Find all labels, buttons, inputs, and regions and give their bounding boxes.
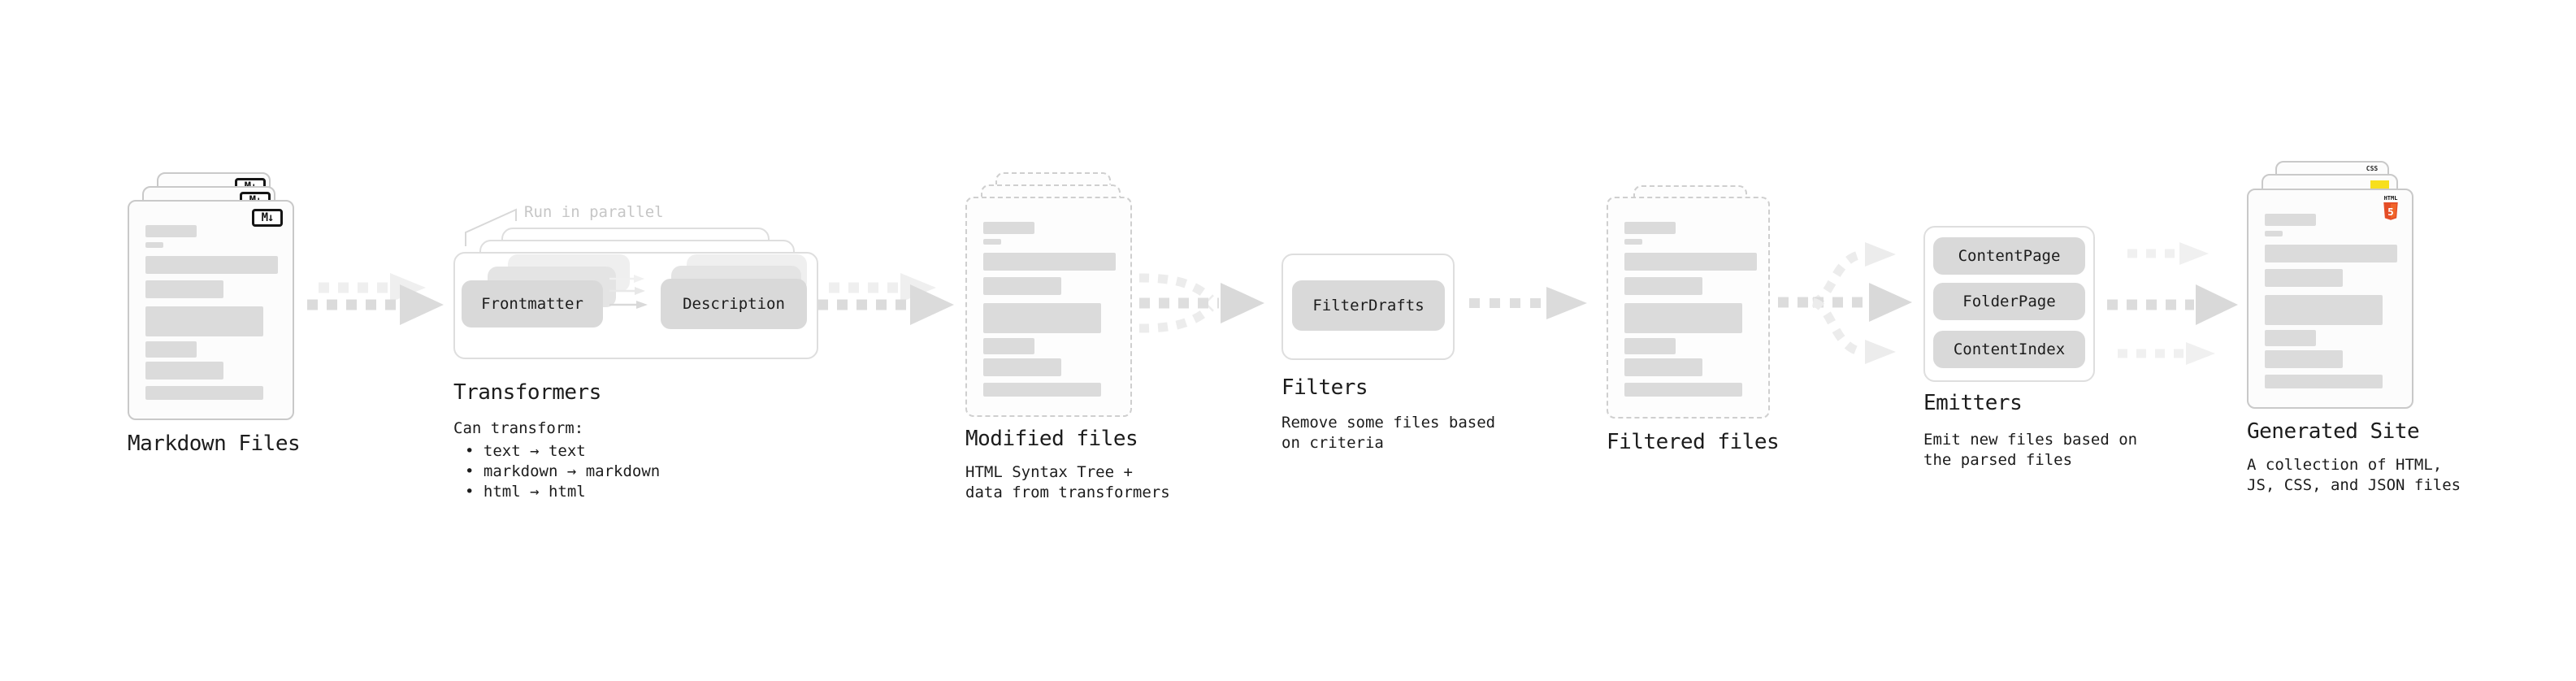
arrow-emitters-to-generated-icon — [2107, 242, 2238, 365]
markdown-file-card-front: M↓ — [128, 200, 294, 420]
doc-line-placeholder — [2265, 231, 2283, 236]
doc-line-placeholder — [145, 362, 223, 380]
run-in-parallel-annotation: Run in parallel — [524, 203, 664, 221]
doc-line-placeholder — [2265, 214, 2316, 226]
doc-line-placeholder — [1624, 253, 1757, 271]
doc-line-placeholder — [983, 239, 1001, 245]
markdown-files-label: Markdown Files — [128, 432, 301, 456]
doc-line-placeholder — [983, 222, 1034, 234]
transformers-label: Transformers — [453, 380, 601, 405]
generated-file-card-front: HTML 5 — [2247, 189, 2413, 409]
generated-site-sublabel: A collection of HTML, JS, CSS, and JSON … — [2247, 455, 2461, 496]
bullet-item: • text → text — [465, 442, 586, 460]
doc-line-placeholder — [2265, 350, 2343, 368]
sublabel-line: data from transformers — [965, 484, 1170, 501]
doc-line-placeholder — [1624, 383, 1742, 397]
doc-line-placeholder — [145, 256, 278, 274]
markdown-icon: M↓ — [252, 209, 283, 227]
doc-line-placeholder — [1624, 239, 1642, 245]
doc-line-placeholder — [145, 306, 263, 336]
bullet-item: • html → html — [465, 483, 586, 501]
sublabel-line: on criteria — [1281, 434, 1384, 452]
doc-line-placeholder — [145, 386, 263, 400]
sublabel-line: Emit new files based on — [1923, 431, 2138, 449]
html5-icon: HTML 5 — [2382, 195, 2400, 221]
doc-line-placeholder — [2265, 269, 2343, 287]
doc-line-placeholder — [145, 242, 163, 248]
bullet-item: • markdown → markdown — [465, 462, 661, 480]
arrow-frontmatter-to-description-icon — [609, 275, 648, 309]
filtered-files-label: Filtered files — [1607, 430, 1780, 454]
doc-line-placeholder — [983, 303, 1101, 333]
emitter-pill-contentindex: ContentIndex — [1933, 331, 2085, 368]
sublabel-line: Remove some files based — [1281, 414, 1496, 432]
emitter-pill-contentpage: ContentPage — [1933, 237, 2085, 275]
sublabel-line: A collection of HTML, — [2247, 456, 2443, 474]
doc-line-placeholder — [2265, 330, 2316, 346]
doc-line-placeholder — [1624, 277, 1702, 295]
doc-line-placeholder — [145, 341, 197, 358]
sublabel-line: JS, CSS, and JSON files — [2247, 476, 2461, 494]
transformers-desc-title: Can transform: — [453, 419, 584, 437]
doc-line-placeholder — [1624, 338, 1676, 354]
js-badge-icon — [2370, 180, 2389, 189]
doc-line-placeholder — [145, 225, 197, 237]
emitters-label: Emitters — [1923, 391, 2023, 415]
doc-line-placeholder — [145, 280, 223, 298]
doc-line-placeholder — [1624, 222, 1676, 234]
modified-files-label: Modified files — [965, 427, 1138, 451]
arrow-markdown-to-transformers-icon — [307, 273, 444, 325]
doc-line-placeholder — [983, 358, 1061, 376]
arrow-transformers-to-modified-icon — [817, 273, 954, 325]
emitter-pill-folderpage: FolderPage — [1933, 283, 2085, 320]
arrow-modified-to-filters-icon — [1138, 273, 1264, 333]
doc-line-placeholder — [1624, 358, 1702, 376]
filters-sublabel: Remove some files based on criteria — [1281, 413, 1495, 453]
arrow-filters-to-filtered-icon — [1469, 287, 1587, 319]
doc-line-placeholder — [983, 338, 1034, 354]
doc-line-placeholder — [983, 253, 1116, 271]
emitters-sublabel: Emit new files based on the parsed files — [1923, 430, 2137, 471]
transformers-bullet-list: • text → text • markdown → markdown • ht… — [465, 441, 660, 502]
doc-line-placeholder — [1624, 303, 1742, 333]
doc-line-placeholder — [2265, 375, 2383, 388]
filters-label: Filters — [1281, 375, 1368, 400]
arrow-filtered-to-emitters-icon — [1778, 242, 1912, 364]
doc-line-placeholder — [983, 277, 1061, 295]
doc-line-placeholder — [2265, 245, 2397, 262]
filter-pill-filterdrafts: FilterDrafts — [1292, 280, 1445, 331]
sublabel-line: the parsed files — [1923, 451, 2073, 469]
doc-line-placeholder — [983, 383, 1101, 397]
run-in-parallel-callout-line — [465, 208, 517, 246]
generated-site-label: Generated Site — [2247, 419, 2420, 444]
modified-files-sublabel: HTML Syntax Tree + data from transformer… — [965, 462, 1170, 503]
doc-line-placeholder — [2265, 295, 2383, 325]
transformer-pill-frontmatter: Frontmatter — [462, 280, 603, 327]
svg-text:5: 5 — [2387, 206, 2394, 218]
modified-file-card-front — [965, 197, 1132, 417]
filtered-file-card-front — [1607, 197, 1770, 419]
sublabel-line: HTML Syntax Tree + — [965, 463, 1133, 481]
transformer-pill-description: Description — [661, 279, 807, 329]
